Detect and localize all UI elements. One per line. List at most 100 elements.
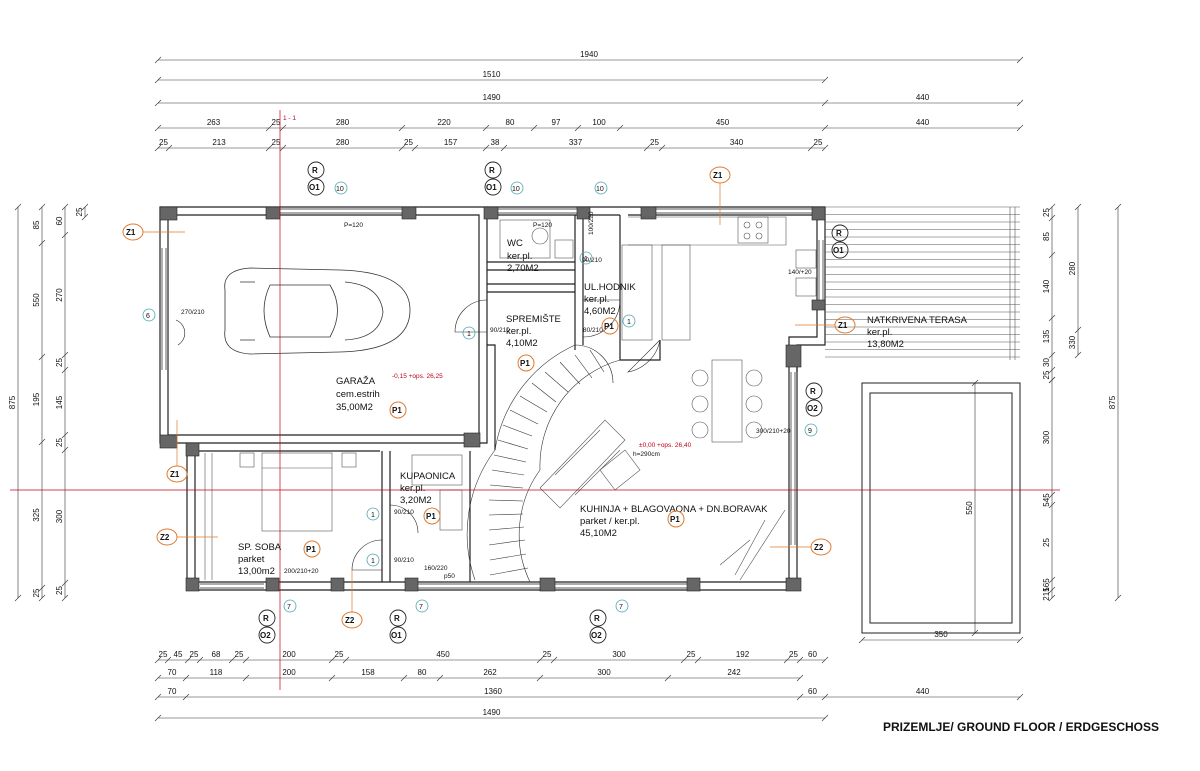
door-wc: 90/210 bbox=[582, 257, 602, 264]
dim-bot-b-7: 242 bbox=[727, 668, 741, 677]
dim-top-d-8: 440 bbox=[916, 118, 930, 127]
dim-top-e-9: 340 bbox=[730, 138, 744, 147]
dim-left-c-6: 25 bbox=[55, 586, 64, 595]
window-type-marks: 10 10 10 1 1 1 1 1 7 7 7 6 9 bbox=[142, 181, 818, 613]
dim-top-e-1: 213 bbox=[212, 138, 226, 147]
dim-pool-h-0: 350 bbox=[934, 630, 948, 639]
dim-bot-a-13: 60 bbox=[808, 650, 817, 659]
door-swings bbox=[175, 299, 661, 571]
dim-top-e-6: 38 bbox=[491, 138, 500, 147]
svg-text:Z1: Z1 bbox=[170, 470, 180, 479]
dim-top-d-0: 263 bbox=[207, 118, 221, 127]
floor-tag-garage: P1 bbox=[389, 401, 407, 419]
mark-o2-4: O2 bbox=[805, 399, 823, 417]
door-hall: 80/210 bbox=[583, 327, 603, 334]
dim-left-a-0: 875 bbox=[8, 395, 17, 409]
dim-pool-v-0: 550 bbox=[965, 501, 974, 515]
dim-bot-b-4: 80 bbox=[418, 668, 427, 677]
window-bath: 160/220 bbox=[424, 565, 448, 572]
dim-bot-a-11: 192 bbox=[736, 650, 750, 659]
mark-o1-6: O1 bbox=[389, 626, 407, 644]
wall-tag-leaders bbox=[143, 183, 835, 612]
svg-text:7: 7 bbox=[419, 604, 423, 611]
wall-tag-z2-c: Z2 bbox=[810, 538, 832, 556]
floor-tags: P1 P1 P1 P1 P1 P1 bbox=[303, 317, 685, 558]
wall-tag-z2-a: Z2 bbox=[156, 528, 178, 546]
wall-tag-z2-b: Z2 bbox=[341, 611, 363, 629]
dim-left-b-3: 325 bbox=[32, 508, 41, 522]
dim-top-e-0: 25 bbox=[159, 138, 168, 147]
dim-bot-a-0: 25 bbox=[159, 650, 168, 659]
dim-bot-a-8: 25 bbox=[543, 650, 552, 659]
p50-mark: p50 bbox=[444, 573, 455, 580]
mark-r-6: R bbox=[389, 609, 407, 627]
window-living: 300/210+20 bbox=[756, 428, 791, 435]
dim-bot-a-4: 25 bbox=[235, 650, 244, 659]
living-level: ±0,00 +ops. 26,40 bbox=[639, 442, 692, 449]
dim-top-e-2: 25 bbox=[272, 138, 281, 147]
mark-r-2: R bbox=[484, 161, 502, 179]
wall-tag-z1-b: Z1 bbox=[709, 166, 731, 184]
svg-text:O1: O1 bbox=[833, 246, 844, 255]
dim-top-c-0: 1490 bbox=[483, 93, 501, 102]
dim-top-d-6: 100 bbox=[592, 118, 606, 127]
dim-bot-a-7: 450 bbox=[436, 650, 450, 659]
terrace-area: 13,80M2 bbox=[867, 339, 904, 350]
floor-tag-living: P1 bbox=[667, 510, 685, 528]
ceiling-height: h=290cm bbox=[633, 451, 660, 458]
dim-bot-b-3: 158 bbox=[361, 668, 375, 677]
dim-bot-b-5: 262 bbox=[483, 668, 497, 677]
section-lines bbox=[10, 110, 1060, 690]
dim-right-c-0: 300 bbox=[1042, 430, 1051, 444]
storage-area: 4,10M2 bbox=[506, 338, 538, 349]
living-name: KUHINJA + BLAGOVAONA + DN.BORAVAK bbox=[580, 504, 768, 515]
dim-left-c-5: 300 bbox=[55, 509, 64, 523]
storage-name: SPREMIŠTE bbox=[506, 314, 561, 325]
dim-bot-a-1: 45 bbox=[174, 650, 183, 659]
pool bbox=[861, 382, 1021, 634]
dim-top-e-3: 280 bbox=[336, 138, 350, 147]
mark-o2-5: O2 bbox=[258, 626, 276, 644]
terrace-floor: ker.pl. bbox=[867, 327, 892, 338]
section-mark: 1 - 1 bbox=[283, 115, 296, 122]
svg-text:O1: O1 bbox=[309, 183, 320, 192]
dim-top-e-4: 25 bbox=[404, 138, 413, 147]
door-bed: 90/210 bbox=[394, 557, 414, 564]
staircase bbox=[466, 344, 621, 583]
window-terrace: 140/+20 bbox=[788, 269, 812, 276]
floor-tag-storage: P1 bbox=[517, 354, 535, 372]
svg-text:Z2: Z2 bbox=[814, 543, 824, 552]
svg-text:R: R bbox=[489, 166, 495, 175]
dim-bot-c-1: 1360 bbox=[484, 687, 502, 696]
terrace-name: NATKRIVENA TERASA bbox=[867, 315, 968, 326]
dim-bot-d-0: 1490 bbox=[483, 708, 501, 717]
windows bbox=[161, 208, 824, 589]
svg-text:R: R bbox=[594, 614, 600, 623]
dim-left-c-1: 270 bbox=[55, 288, 64, 302]
dim-top-d-5: 97 bbox=[552, 118, 561, 127]
bathroom-area: 3,20M2 bbox=[400, 495, 432, 506]
svg-text:R: R bbox=[836, 229, 842, 238]
dim-top-d-7: 450 bbox=[716, 118, 730, 127]
wall-tag-z1-a: Z1 bbox=[122, 223, 144, 241]
svg-text:10: 10 bbox=[336, 186, 344, 193]
mark-r-7: R bbox=[589, 609, 607, 627]
window-100-220: 100/220 bbox=[588, 211, 595, 235]
floor-tag-bath: P1 bbox=[423, 507, 441, 525]
svg-text:6: 6 bbox=[146, 313, 150, 320]
dim-top-e-8: 25 bbox=[650, 138, 659, 147]
dim-top-d-1: 25 bbox=[272, 118, 281, 127]
svg-text:R: R bbox=[263, 614, 269, 623]
svg-text:7: 7 bbox=[619, 604, 623, 611]
mark-o1-2: O1 bbox=[484, 178, 502, 196]
dim-right-a-2: 140 bbox=[1042, 279, 1051, 293]
dim-top-c-1: 440 bbox=[916, 93, 930, 102]
dim-bot-a-6: 25 bbox=[335, 650, 344, 659]
dim-bot-b-6: 300 bbox=[597, 668, 611, 677]
svg-text:O2: O2 bbox=[807, 404, 818, 413]
door-storage: 90/210 bbox=[490, 327, 510, 334]
floor-caption: PRIZEMLJE/ GROUND FLOOR / ERDGESCHOSS bbox=[883, 720, 1160, 734]
svg-text:Z1: Z1 bbox=[838, 321, 848, 330]
svg-text:Z1: Z1 bbox=[126, 228, 136, 237]
